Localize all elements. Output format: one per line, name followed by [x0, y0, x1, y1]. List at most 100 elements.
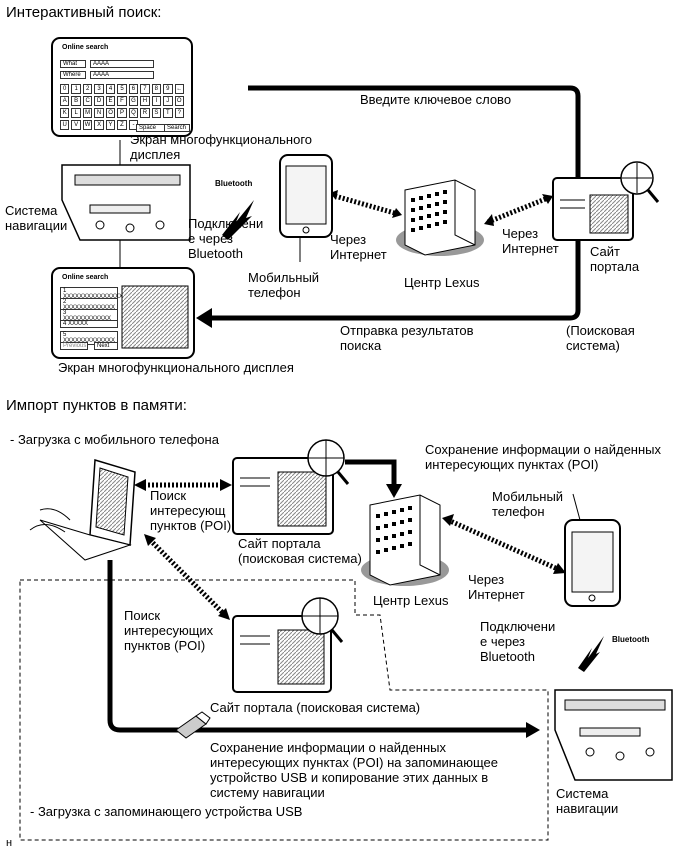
keyboard-key[interactable]: O	[174, 96, 184, 106]
what-field[interactable]: AAAA	[90, 60, 154, 68]
keyboard-key[interactable]: ?	[174, 108, 184, 118]
via-internet-label-2: Через Интернет	[468, 572, 525, 602]
keyboard-key[interactable]: Y	[105, 120, 116, 130]
result-row[interactable]: 5 XXXXXXXXXXXXX	[60, 331, 118, 345]
keyboard-key[interactable]: 1	[71, 84, 81, 94]
keyboard-key[interactable]: Z	[117, 120, 127, 130]
bt-connection-label-1: Подключени е через Bluetooth	[188, 216, 264, 261]
keyboard-key[interactable]: 8	[151, 84, 162, 94]
keyboard-key[interactable]: 3	[94, 84, 104, 94]
keyboard-key[interactable]: Q	[128, 108, 139, 118]
previous-button[interactable]: Previous	[60, 342, 88, 350]
usb-region	[19, 579, 549, 841]
portal-screen-3	[232, 597, 344, 693]
keyboard-key[interactable]: N	[94, 108, 104, 118]
portal-screen-1	[552, 161, 660, 241]
keyboard-key[interactable]: 6	[128, 84, 139, 94]
keyboard-key[interactable]: ←	[174, 84, 184, 94]
nav-system-label: Система навигации	[5, 203, 68, 233]
nav-system-label-2: Система навигации	[556, 786, 619, 816]
lexus-building-2	[361, 494, 449, 586]
lexus-building-1	[396, 179, 484, 256]
keyboard-key[interactable]: J	[163, 96, 173, 106]
portal-site-label-3: Сайт портала (поисковая система)	[210, 700, 421, 715]
bluetooth-logo-1: Bluetooth	[215, 179, 253, 188]
nav-unit-2	[554, 689, 673, 781]
keyboard-key[interactable]: 2	[82, 84, 93, 94]
bluetooth-signal-1	[222, 200, 254, 240]
keyboard-key[interactable]: U	[60, 120, 70, 130]
poi-search-label-2: Поиск интересующих пунктов (POI)	[124, 608, 214, 653]
portal-site-label-2: Сайт портала (поисковая система)	[238, 536, 362, 566]
keyboard-key[interactable]: V	[71, 120, 81, 130]
keyboard-key[interactable]: T	[163, 108, 173, 118]
screen-bottom-title: Online search	[62, 274, 109, 281]
map-thumbnail	[121, 285, 189, 349]
keyboard-key[interactable]: S	[151, 108, 162, 118]
section2-title: Импорт пунктов в памяти:	[6, 397, 187, 414]
bluetooth-signal-2	[578, 636, 604, 672]
mfd-screen-bottom-label: Экран многофункционального дисплея	[58, 360, 294, 375]
send-results-label: Отправка результатов поиска	[340, 323, 474, 353]
keyboard-key[interactable]: 4	[105, 84, 116, 94]
via-internet-right: Через Интернет	[502, 226, 559, 256]
footer-mark: н	[6, 837, 13, 849]
bluetooth-logo-2: Bluetooth	[612, 635, 650, 644]
phone-2	[564, 493, 621, 607]
keyboard-key[interactable]: G	[128, 96, 139, 106]
keyboard-key[interactable]: K	[60, 108, 70, 118]
keyword-label: Введите ключевое слово	[360, 92, 512, 107]
bt-connection-label-2: Подключени е через Bluetooth	[480, 619, 556, 664]
keyboard-key[interactable]: 9	[163, 84, 173, 94]
phone-1	[279, 154, 333, 262]
keyboard-key[interactable]: X	[94, 120, 104, 130]
usb-route-arrow	[107, 560, 530, 733]
where-label: Where	[60, 71, 86, 79]
next-button[interactable]: Next	[94, 342, 118, 350]
what-label: What	[60, 60, 86, 68]
keyboard-key[interactable]: 5	[117, 84, 127, 94]
download-usb-label: - Загрузка с запоминающего устройства US…	[30, 804, 303, 819]
screen-top-title: Online search	[62, 44, 109, 51]
usb-stick	[175, 711, 211, 739]
phone-label-2: Мобильный телефон	[492, 489, 564, 519]
keyword-arrow	[248, 85, 581, 180]
via-internet-left: Через Интернет	[330, 232, 387, 262]
usb-save-label: Сохранение информации о найденных интере…	[210, 740, 498, 800]
keyboard-key[interactable]: E	[105, 96, 116, 106]
nav-unit-1	[61, 140, 191, 268]
search-engine-label: (Поисковая система)	[566, 323, 635, 353]
portal-screen-2	[232, 439, 350, 535]
keyboard-key[interactable]: P	[117, 108, 127, 118]
results-arrowhead	[196, 308, 212, 328]
save-poi-label: Сохранение информации о найденных интере…	[425, 442, 661, 472]
keyboard-key[interactable]: O	[105, 108, 116, 118]
phone-label-1: Мобильный телефон	[248, 270, 320, 300]
keyboard-key[interactable]: I	[151, 96, 162, 106]
keyboard-key[interactable]: R	[140, 108, 150, 118]
keyboard-key[interactable]: H	[140, 96, 150, 106]
keyboard-key[interactable]: 7	[140, 84, 150, 94]
section1-title: Интерактивный поиск:	[6, 4, 162, 21]
keyboard-key[interactable]: A	[60, 96, 70, 106]
keyboard-key[interactable]: F	[117, 96, 127, 106]
results-arrow	[205, 240, 581, 321]
keyboard-key[interactable]: C	[82, 96, 93, 106]
keyboard-key[interactable]: D	[94, 96, 104, 106]
mfd-screen-label: Экран многофункционального дисплея	[130, 132, 313, 162]
space-key[interactable]: Space	[136, 124, 166, 132]
result-row[interactable]: 4 XXXXX	[60, 320, 118, 328]
phone-to-lexus-link	[334, 193, 399, 217]
where-field[interactable]: AAAA	[90, 71, 154, 79]
download-mobile-label: - Загрузка с мобильного телефона	[10, 432, 219, 447]
keyboard-key[interactable]: M	[82, 108, 93, 118]
keyboard-key[interactable]: L	[71, 108, 81, 118]
keyboard-key[interactable]: 0	[60, 84, 70, 94]
search-key[interactable]: Search	[164, 124, 190, 132]
keyboard-key[interactable]: W	[82, 120, 93, 130]
laptop	[29, 459, 136, 561]
lexus-center-1: Центр Lexus	[404, 275, 480, 290]
keyboard-key[interactable]: B	[71, 96, 81, 106]
